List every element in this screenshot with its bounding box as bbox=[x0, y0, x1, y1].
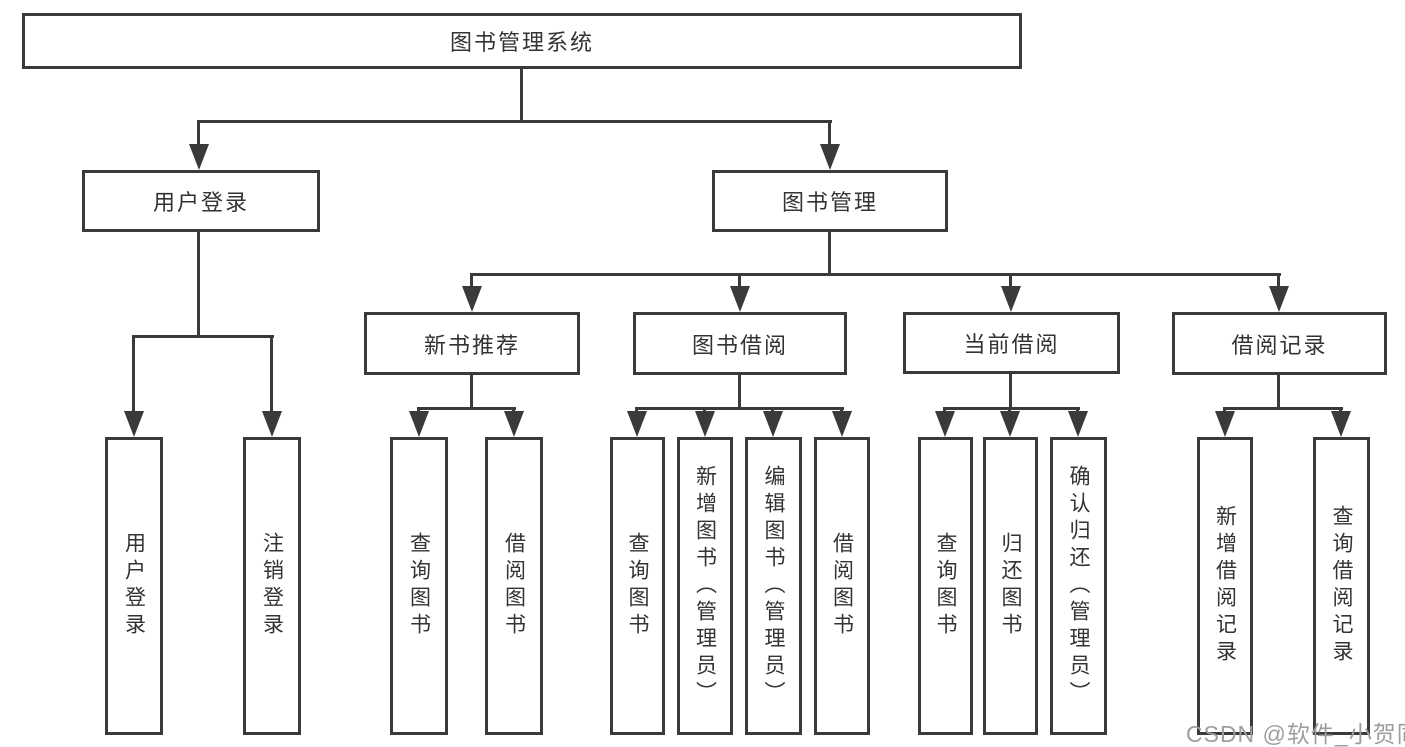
connector-line bbox=[840, 407, 843, 411]
leaf-add-borrow-record: 新增借阅记录 bbox=[1197, 437, 1253, 735]
arrow-down-icon bbox=[124, 411, 144, 437]
node-book-management: 图书管理 bbox=[712, 170, 948, 232]
node-current-borrowing: 当前借阅 bbox=[903, 312, 1120, 374]
arrow-down-icon bbox=[1331, 411, 1351, 437]
node-label: 借阅记录 bbox=[1231, 332, 1328, 358]
connector-line bbox=[635, 407, 844, 410]
leaf-user-login: 用户登录 bbox=[105, 437, 163, 735]
leaf-label: 确认归还（管理员） bbox=[1067, 464, 1090, 708]
connector-line bbox=[132, 335, 135, 411]
connector-line bbox=[943, 407, 1080, 410]
leaf-label: 归还图书 bbox=[999, 532, 1022, 640]
arrow-down-icon bbox=[1001, 286, 1021, 312]
connector-line bbox=[197, 232, 200, 338]
leaf-label: 编辑图书（管理员） bbox=[762, 464, 785, 708]
leaf-label: 新增借阅记录 bbox=[1213, 505, 1237, 667]
node-new-book-recommendation: 新书推荐 bbox=[364, 312, 580, 375]
connector-line bbox=[270, 335, 273, 411]
arrow-down-icon bbox=[832, 411, 852, 437]
connector-line bbox=[1076, 407, 1079, 411]
leaf-add-books-admin: 新增图书（管理员） bbox=[677, 437, 733, 735]
arrow-down-icon bbox=[189, 144, 209, 170]
connector-line bbox=[1339, 407, 1342, 411]
arrow-down-icon bbox=[627, 411, 647, 437]
arrow-down-icon bbox=[695, 411, 715, 437]
arrow-down-icon bbox=[763, 411, 783, 437]
connector-line bbox=[417, 407, 516, 410]
connector-line bbox=[738, 273, 741, 286]
connector-line bbox=[1009, 374, 1012, 410]
connector-line bbox=[1008, 407, 1011, 411]
connector-line bbox=[470, 375, 473, 409]
csdn-watermark: CSDN @软件_小贺同学 bbox=[1186, 721, 1405, 747]
leaf-query-books-recommend: 查询图书 bbox=[390, 437, 448, 735]
connector-line bbox=[417, 407, 420, 411]
leaf-edit-books-admin: 编辑图书（管理员） bbox=[745, 437, 802, 735]
connector-line bbox=[197, 120, 200, 144]
connector-line bbox=[703, 407, 706, 411]
connector-line bbox=[197, 120, 832, 123]
arrow-down-icon bbox=[1269, 286, 1289, 312]
leaf-label: 查询图书 bbox=[407, 532, 431, 640]
leaf-return-books: 归还图书 bbox=[983, 437, 1038, 735]
connector-line bbox=[1277, 273, 1280, 286]
leaf-label: 查询图书 bbox=[626, 532, 649, 640]
connector-line bbox=[635, 407, 638, 411]
arrow-down-icon bbox=[1000, 411, 1020, 437]
node-label: 图书管理系统 bbox=[449, 30, 594, 55]
connector-line bbox=[738, 375, 741, 409]
node-label: 图书借阅 bbox=[691, 332, 788, 358]
leaf-label: 借阅图书 bbox=[502, 532, 526, 640]
connector-line bbox=[1277, 375, 1280, 409]
arrow-down-icon bbox=[820, 144, 840, 170]
arrow-down-icon bbox=[262, 411, 282, 437]
connector-line bbox=[132, 335, 274, 338]
arrow-down-icon bbox=[1215, 411, 1235, 437]
node-borrowing-records: 借阅记录 bbox=[1172, 312, 1387, 375]
leaf-label: 借阅图书 bbox=[830, 532, 854, 640]
node-label: 当前借阅 bbox=[963, 332, 1060, 357]
leaf-label: 查询图书 bbox=[934, 532, 957, 640]
connector-line bbox=[1009, 273, 1012, 286]
node-book-borrowing: 图书借阅 bbox=[633, 312, 847, 375]
arrow-down-icon bbox=[935, 411, 955, 437]
leaf-borrow-books: 借阅图书 bbox=[814, 437, 870, 735]
connector-line bbox=[828, 232, 831, 276]
connector-line bbox=[512, 407, 515, 411]
connector-line bbox=[771, 407, 774, 411]
node-user-login: 用户登录 bbox=[82, 170, 320, 232]
connector-line bbox=[1223, 407, 1226, 411]
leaf-confirm-return-admin: 确认归还（管理员） bbox=[1050, 437, 1107, 735]
connector-line bbox=[943, 407, 946, 411]
leaf-query-books-borrowing: 查询图书 bbox=[610, 437, 665, 735]
leaf-borrow-books-recommend: 借阅图书 bbox=[485, 437, 543, 735]
arrow-down-icon bbox=[462, 286, 482, 312]
node-label: 新书推荐 bbox=[423, 332, 520, 358]
node-label: 图书管理 bbox=[781, 190, 878, 215]
connector-line bbox=[470, 273, 1281, 276]
arrow-down-icon bbox=[730, 286, 750, 312]
connector-line bbox=[520, 69, 523, 123]
leaf-label: 查询借阅记录 bbox=[1330, 505, 1353, 667]
leaf-logout: 注销登录 bbox=[243, 437, 301, 735]
leaf-query-books-current: 查询图书 bbox=[918, 437, 973, 735]
leaf-query-borrow-record: 查询借阅记录 bbox=[1313, 437, 1370, 735]
arrow-down-icon bbox=[409, 411, 429, 437]
arrow-down-icon bbox=[504, 411, 524, 437]
connector-line bbox=[828, 120, 831, 144]
connector-line bbox=[470, 273, 473, 286]
leaf-label: 注销登录 bbox=[260, 532, 284, 640]
node-library-management-system: 图书管理系统 bbox=[22, 13, 1022, 69]
node-label: 用户登录 bbox=[152, 190, 249, 215]
leaf-label: 用户登录 bbox=[122, 532, 146, 640]
leaf-label: 新增图书（管理员） bbox=[693, 464, 717, 708]
connector-line bbox=[1223, 407, 1343, 410]
arrow-down-icon bbox=[1068, 411, 1088, 437]
